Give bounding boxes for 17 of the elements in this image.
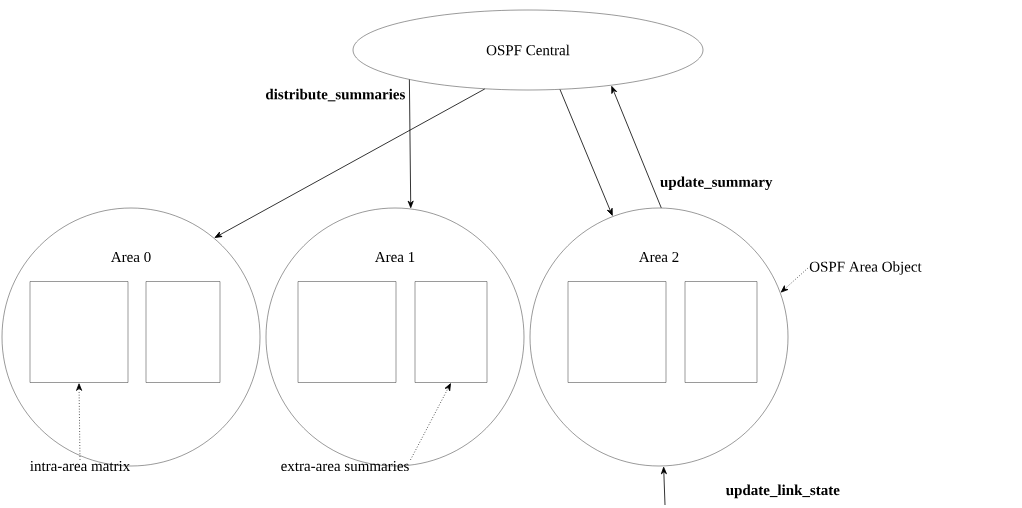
matrix-box	[145, 281, 221, 383]
annotation-text: OSPF Area Object	[809, 261, 922, 275]
arrow	[660, 466, 667, 506]
arrow	[407, 79, 414, 209]
matrix-box	[29, 281, 129, 383]
leader-line	[780, 267, 809, 293]
edge-label: update_link_state	[724, 483, 841, 500]
edge-label: update_summary	[658, 175, 774, 192]
arrow	[214, 88, 486, 238]
matrix-box	[567, 281, 667, 383]
arrow	[559, 89, 613, 216]
leader-line	[76, 383, 83, 461]
matrix-box	[297, 281, 397, 383]
matrix-box	[684, 281, 758, 383]
arrow	[611, 86, 662, 209]
leader-line	[410, 383, 451, 461]
matrix-box	[414, 281, 488, 383]
